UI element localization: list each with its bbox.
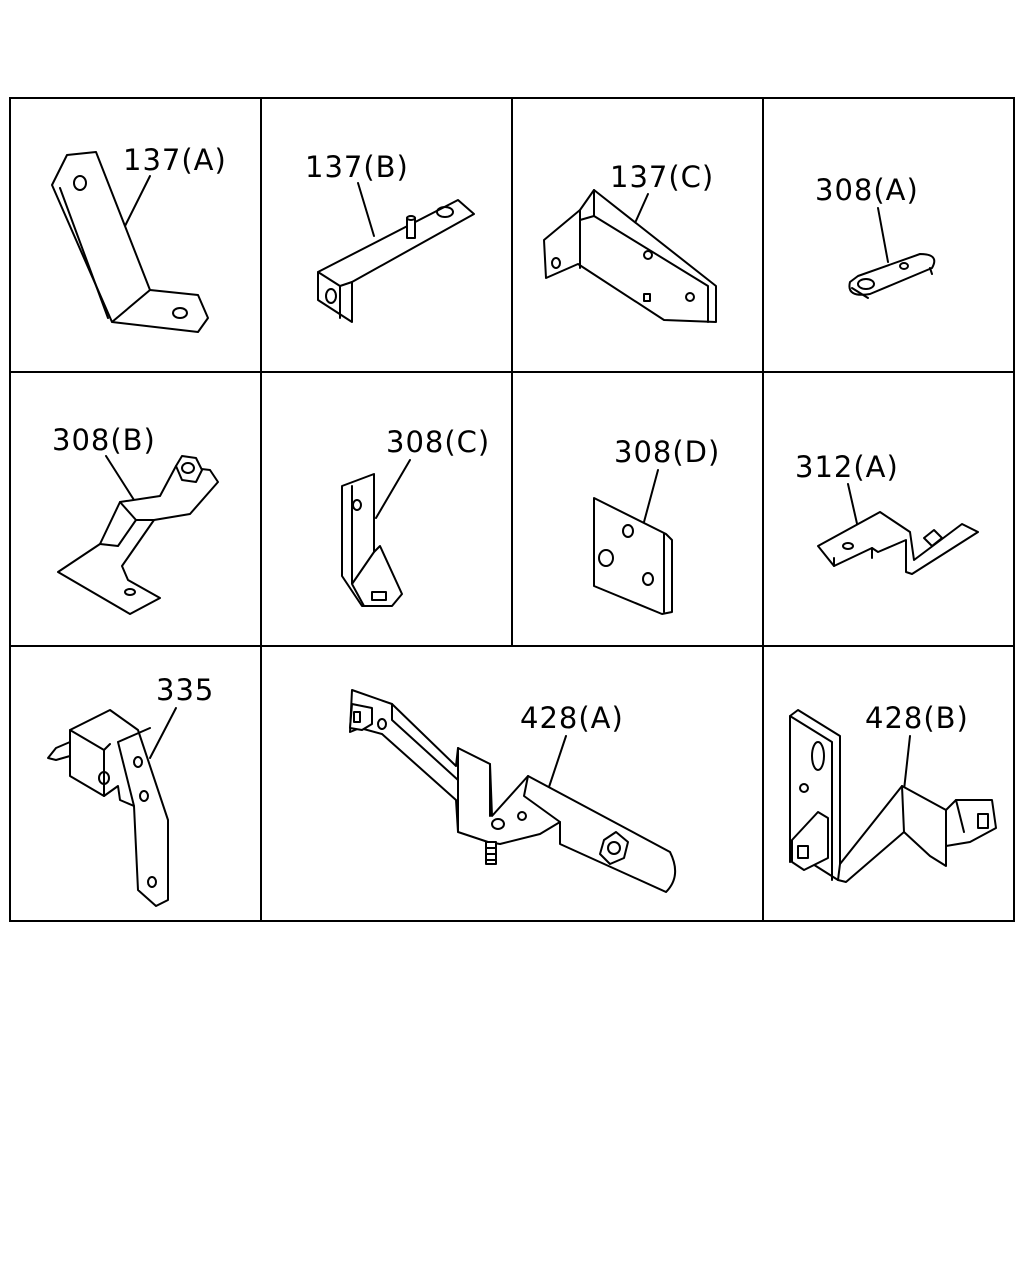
part-308d: 308(D) bbox=[593, 435, 720, 615]
leader-line-308d bbox=[643, 469, 659, 523]
bracket-137b bbox=[317, 199, 475, 323]
part-137b: 137(B) bbox=[305, 150, 475, 323]
part-label-428b: 428(B) bbox=[865, 701, 969, 735]
part-137a: 137(A) bbox=[51, 143, 227, 333]
leader-line-312a bbox=[847, 483, 859, 529]
part-label-137a: 137(A) bbox=[123, 143, 227, 177]
part-label-308c: 308(C) bbox=[386, 425, 490, 459]
bracket-308b bbox=[57, 465, 219, 615]
leader-line-137a bbox=[123, 175, 151, 229]
hole-137b-end bbox=[436, 206, 454, 218]
leader-line-308c bbox=[375, 459, 411, 519]
part-137c: 137(C) bbox=[543, 160, 717, 323]
part-label-137b: 137(B) bbox=[305, 150, 409, 184]
part-428a: 428(A) bbox=[349, 689, 677, 893]
leader-line-428a bbox=[547, 735, 567, 791]
leader-line-308b bbox=[105, 455, 135, 501]
leader-line-308a bbox=[877, 207, 889, 263]
bracket-137c bbox=[543, 189, 717, 323]
plate-308a bbox=[848, 253, 936, 296]
bracket-137a bbox=[51, 151, 209, 333]
part-312a: 312(A) bbox=[795, 450, 979, 575]
part-label-308b: 308(B) bbox=[52, 423, 156, 457]
hole-137a-bottom bbox=[172, 307, 188, 319]
part-428b: 428(B) bbox=[789, 701, 997, 883]
leader-line-137b bbox=[357, 182, 375, 237]
part-label-308d: 308(D) bbox=[614, 435, 720, 469]
hole-137b-side bbox=[325, 288, 337, 304]
bracket-428a bbox=[349, 689, 677, 893]
hole-137a-top bbox=[73, 175, 87, 191]
part-335: 335 bbox=[47, 673, 214, 907]
grid-frame bbox=[9, 97, 1015, 922]
leader-line-428b bbox=[903, 735, 911, 791]
plate-308d bbox=[593, 497, 673, 615]
part-label-137c: 137(C) bbox=[610, 160, 714, 194]
leader-line-335 bbox=[149, 707, 177, 759]
bracket-312a bbox=[817, 511, 979, 575]
part-308a: 308(A) bbox=[815, 173, 936, 299]
part-label-312a: 312(A) bbox=[795, 450, 899, 484]
bracket-308c bbox=[341, 473, 403, 607]
part-308b: 308(B) bbox=[52, 423, 219, 615]
part-label-308a: 308(A) bbox=[815, 173, 919, 207]
part-308c: 308(C) bbox=[341, 425, 490, 607]
part-label-428a: 428(A) bbox=[520, 701, 624, 735]
part-label-335: 335 bbox=[156, 673, 214, 707]
